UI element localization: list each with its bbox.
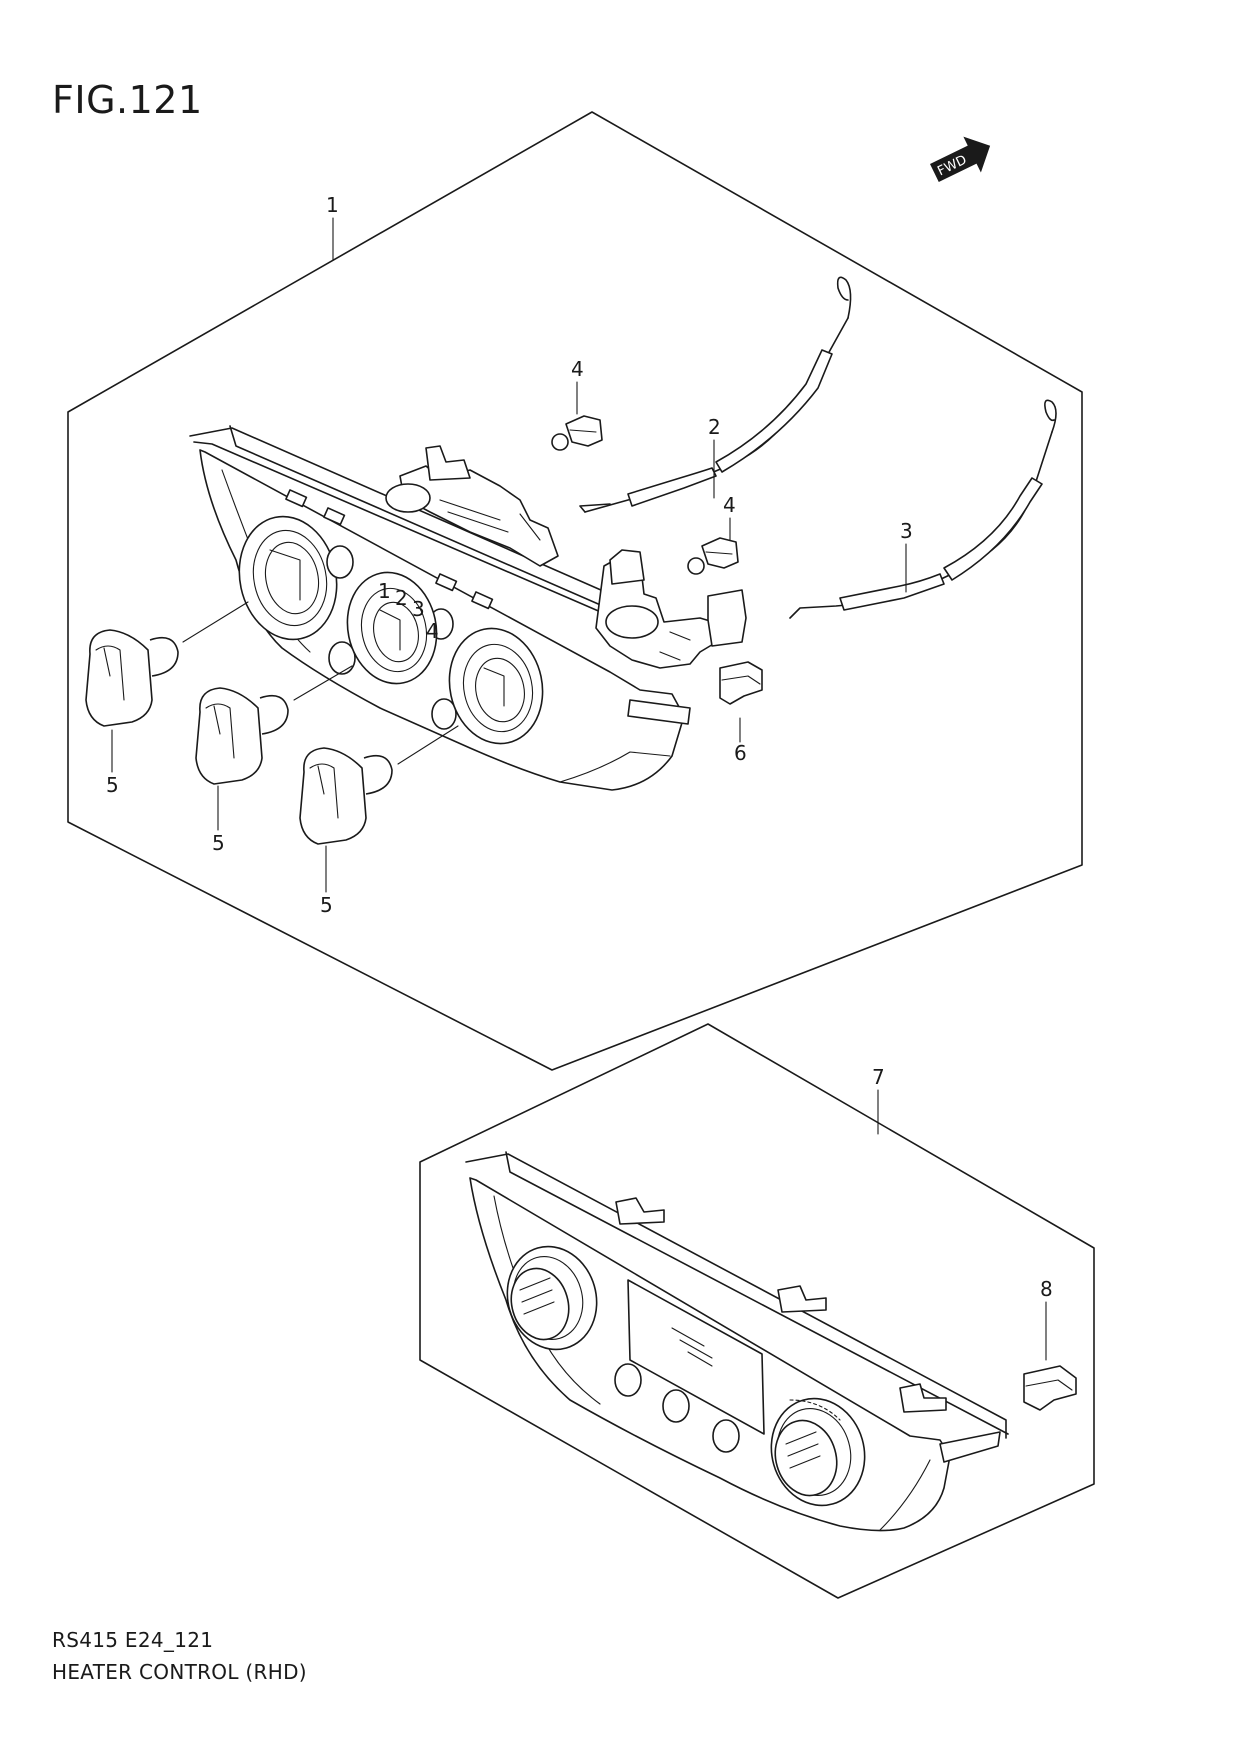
callout-part-5-a: 5: [106, 773, 119, 797]
control-knob-a: [85, 629, 179, 727]
figure-code: RS415 E24_121: [52, 1628, 214, 1652]
callout-part-5-b: 5: [212, 831, 225, 855]
bulb-socket-lower: [687, 537, 739, 575]
fwd-direction-icon: FWD: [930, 136, 991, 182]
assembly-7-boundary: [419, 1023, 1095, 1599]
auto-temperature-knob: [506, 1245, 598, 1351]
heater-control-panel-auto: [465, 1151, 1009, 1532]
bulb-socket-upper: [551, 415, 603, 451]
control-knob-b: [195, 687, 289, 785]
fan-scale-3: 3: [412, 597, 425, 621]
fan-speed-dial-socket: 1 2 3 4: [346, 571, 439, 685]
ac-button: [328, 641, 356, 675]
fan-scale-4: 4: [426, 619, 439, 643]
callout-part-3: 3: [900, 519, 913, 543]
callout-part-1: 1: [326, 193, 339, 217]
recirculation-button: [326, 545, 354, 579]
assembly-1-boundary: [67, 111, 1083, 1071]
callout-part-4-lower: 4: [723, 493, 736, 517]
callout-part-4-upper: 4: [571, 357, 584, 381]
temperature-dial-socket: [238, 515, 338, 641]
callout-part-2: 2: [708, 415, 721, 439]
retaining-clip: [719, 661, 763, 705]
airflow-mode-dial-socket: [448, 627, 544, 745]
temperature-control-cable: [579, 276, 852, 513]
callout-part-5-c: 5: [320, 893, 333, 917]
fan-scale-2: 2: [395, 586, 408, 610]
control-knob-c: [299, 747, 393, 845]
callout-part-6: 6: [734, 741, 747, 765]
mode-control-cable: [789, 399, 1057, 619]
fan-scale-1: 1: [378, 579, 391, 603]
figure-name: HEATER CONTROL (RHD): [52, 1660, 307, 1684]
figure-title: FIG.121: [52, 78, 203, 122]
auto-fan-knob: [770, 1397, 866, 1507]
callout-part-8: 8: [1040, 1277, 1053, 1301]
heater-control-panel-manual: 1 2 3 4: [189, 425, 747, 791]
mounting-clip: [1023, 1365, 1077, 1411]
callout-part-7: 7: [872, 1065, 885, 1089]
